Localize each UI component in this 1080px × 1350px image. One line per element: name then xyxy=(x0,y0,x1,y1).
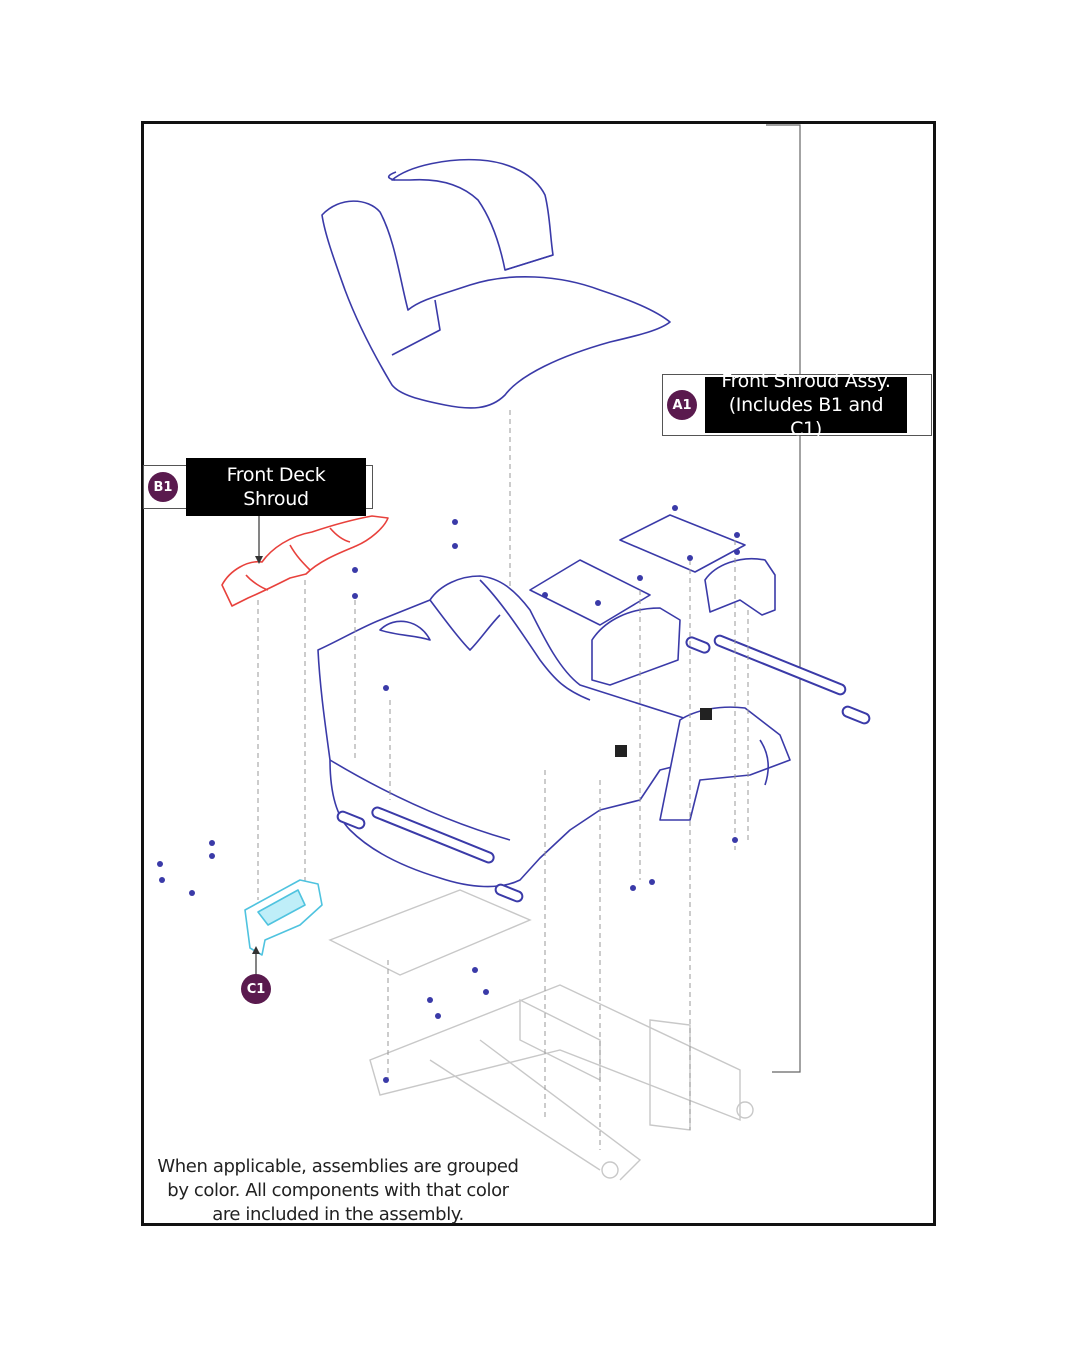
label-front-shroud-assy: Front Shroud Assy. (Includes B1 and C1) xyxy=(705,370,907,440)
badge-c1: C1 xyxy=(241,974,271,1004)
c1-bolts xyxy=(157,840,489,1019)
floor-mat-part xyxy=(321,158,671,409)
a1-bracket-line xyxy=(766,124,801,1073)
diagram-frame xyxy=(141,121,936,1226)
bumper-strips xyxy=(336,634,871,903)
note-line2: by color. All components with that color xyxy=(167,1180,509,1201)
badge-b1: B1 xyxy=(148,472,178,502)
callout-a1: A1 Front Shroud Assy. (Includes B1 and C… xyxy=(662,370,932,440)
rear-shroud-parts xyxy=(529,514,791,821)
badge-a1: A1 xyxy=(667,390,697,420)
label-a1-line1: Front Shroud Assy. xyxy=(721,370,891,392)
label-front-deck-shroud: Front Deck Shroud xyxy=(186,458,366,516)
color-grouping-note: When applicable, assemblies are grouped … xyxy=(148,1155,528,1227)
note-line1: When applicable, assemblies are grouped xyxy=(157,1156,519,1177)
label-a1-line2: (Includes B1 and C1) xyxy=(728,394,884,440)
c1-part xyxy=(244,879,323,956)
assembly-guide-lines xyxy=(257,540,749,1150)
screws xyxy=(352,505,740,1083)
deck-body-part xyxy=(317,575,701,888)
callout-b1: B1 Front Deck Shroud xyxy=(143,458,373,516)
front-deck-shroud-part xyxy=(221,515,389,607)
note-line3: are included in the assembly. xyxy=(212,1204,464,1225)
